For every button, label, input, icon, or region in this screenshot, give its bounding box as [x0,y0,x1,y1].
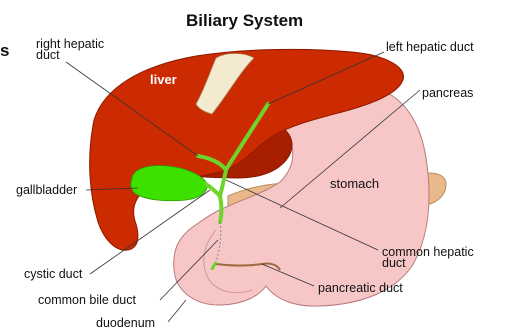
edge-fragment: s [0,41,9,60]
gallbladder-label: gallbladder [16,183,77,197]
pancreatic-duct-label: pancreatic duct [318,281,403,295]
cystic-duct-label: cystic duct [24,267,83,281]
common-hepatic-duct-label: common hepatic duct [382,245,477,270]
right-hepatic-duct-label-line2: duct [36,48,60,62]
right-hepatic-duct-label: right hepatic duct [36,37,108,62]
common-bile-duct-label: common bile duct [38,293,136,307]
pancreas-label: pancreas [422,86,473,100]
stomach-label: stomach [330,176,379,191]
liver-label: liver [150,72,177,87]
cystic-duct-tube [206,184,220,196]
diagram-title: Biliary System [186,11,303,30]
duodenum-label: duodenum [96,316,155,330]
common-hepatic-duct-label-line2: duct [382,256,406,270]
common-bile-duct-tube [220,196,222,222]
left-hepatic-duct-label: left hepatic duct [386,40,474,54]
duodenum-leader [168,300,186,322]
